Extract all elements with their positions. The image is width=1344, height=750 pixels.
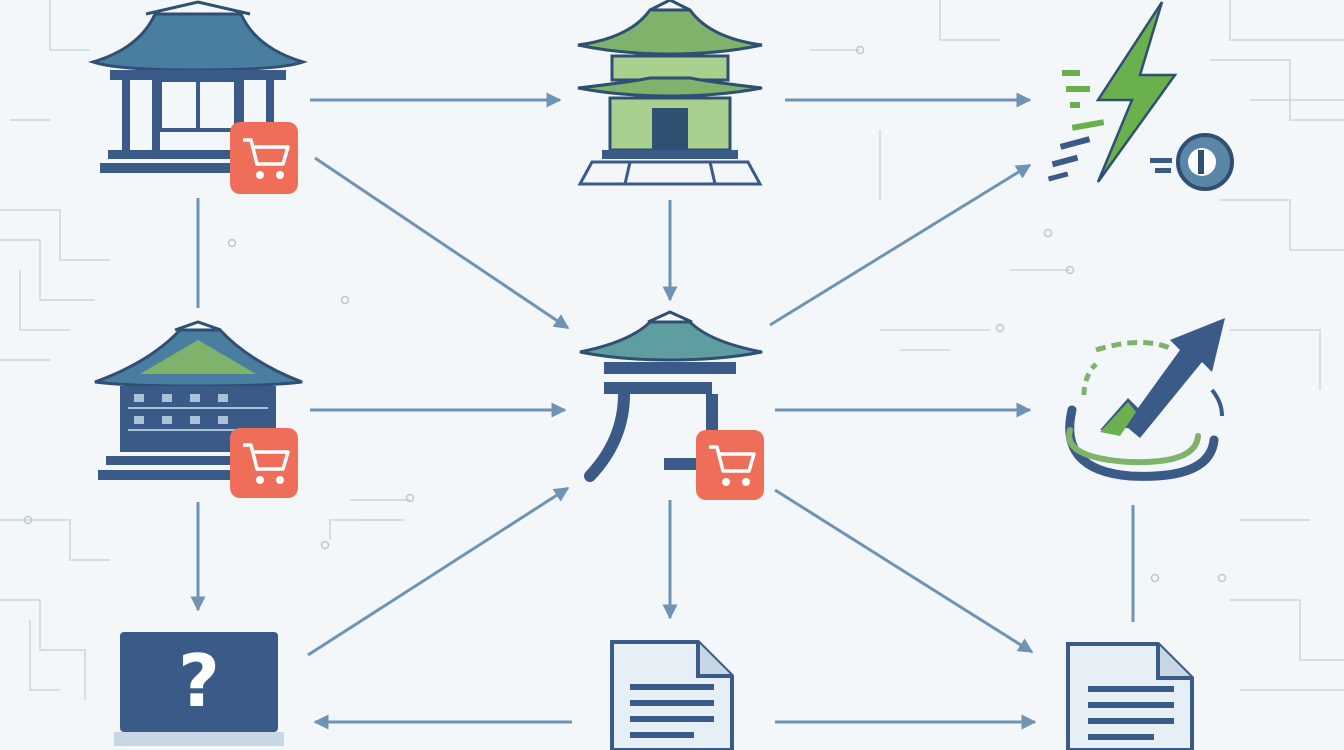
green-temple-icon	[577, 0, 763, 186]
cart-badge-icon	[696, 430, 764, 500]
cart-badge-icon	[230, 428, 298, 498]
document-icon	[1066, 642, 1194, 750]
monitor-question-icon: ?	[114, 632, 284, 746]
document-icon	[610, 640, 734, 750]
edge-pavilion-to-hub	[314, 156, 570, 330]
pavilion-icon	[88, 0, 308, 173]
growth-arrow-icon	[1065, 318, 1225, 481]
edge-monitor-to-hub	[307, 486, 570, 657]
edge-hub-to-lightning	[769, 163, 1032, 327]
cart-badge-icon	[230, 122, 298, 194]
store-building-icon	[94, 320, 303, 480]
edge-hub-to-document-right	[774, 488, 1034, 654]
diagram-edges	[190, 92, 1135, 730]
background-circuit-lines	[0, 0, 1344, 700]
lightning-icon	[1047, 1, 1234, 191]
monitor-question-label: ?	[178, 639, 220, 723]
